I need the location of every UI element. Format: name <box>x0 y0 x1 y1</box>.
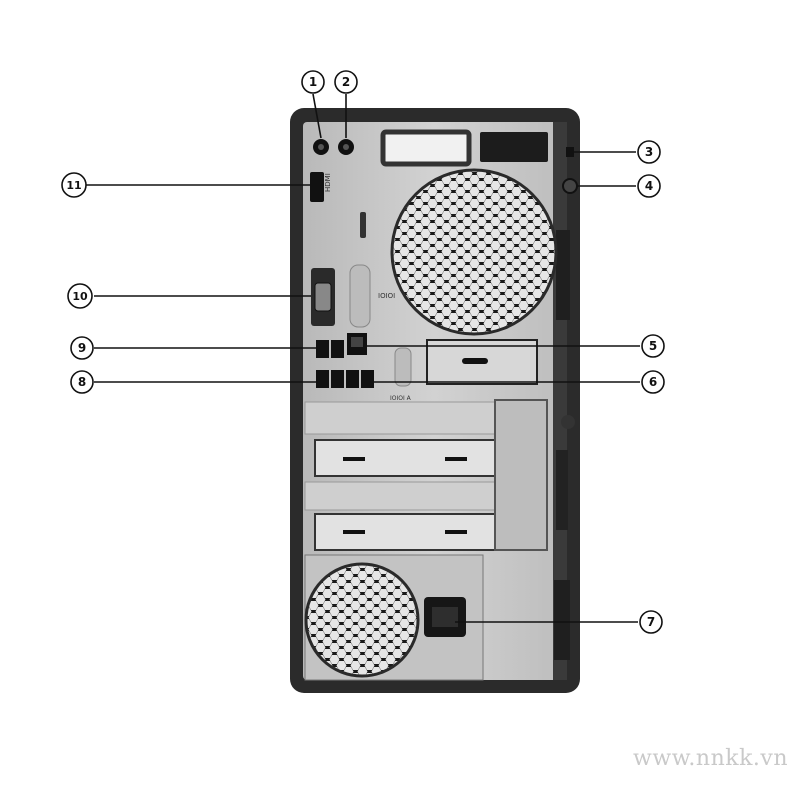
power-rocker-block <box>480 132 548 162</box>
usb-port-9b <box>331 340 344 358</box>
watermark: www.nnkk.vn <box>633 746 788 771</box>
handle-opening <box>380 129 472 167</box>
usb-port-8b <box>331 370 344 388</box>
ioioi-label-top: IOIOI <box>378 292 395 300</box>
callout-number-1: 1 <box>309 75 317 89</box>
callout-number-7: 7 <box>647 615 655 629</box>
lock-slot <box>566 147 574 157</box>
callout-number-8: 8 <box>78 375 86 389</box>
callout-9: 9 <box>70 336 94 360</box>
callout-number-9: 9 <box>78 341 86 355</box>
callouts <box>86 93 640 623</box>
usb-port-9a <box>316 340 329 358</box>
serial-knockout <box>394 347 412 387</box>
slot-1 <box>304 401 496 435</box>
callout-number-11: 11 <box>66 179 81 192</box>
callout-number-2: 2 <box>342 75 350 89</box>
option-port-knockout <box>349 264 371 328</box>
usb-port-8a <box>316 370 329 388</box>
callout-5: 5 <box>641 334 665 358</box>
usb-rj45-cluster: IOIOI A <box>316 333 538 402</box>
callout-number-6: 6 <box>649 375 657 389</box>
callout-4: 4 <box>637 174 661 198</box>
side-latch-lower <box>556 450 568 530</box>
callout-8: 8 <box>70 370 94 394</box>
slot-2 <box>314 439 496 477</box>
callout-6: 6 <box>641 370 665 394</box>
callout-number-5: 5 <box>649 339 657 353</box>
power-supply <box>304 554 484 681</box>
callout-line-1 <box>312 93 322 139</box>
callout-2: 2 <box>334 70 358 94</box>
callout-3: 3 <box>637 140 661 164</box>
slot-4 <box>314 513 496 551</box>
usb-port-6b <box>361 370 374 388</box>
expansion-slots <box>304 399 575 551</box>
vga-area: IOIOI <box>311 264 395 328</box>
callout-1: 1 <box>301 70 325 94</box>
slot-3 <box>304 481 496 511</box>
fan-grille <box>390 168 558 336</box>
hdmi-port <box>310 172 324 202</box>
callout-number-10: 10 <box>72 290 88 303</box>
callout-badges: 1 2 3 4 5 6 7 8 <box>61 70 665 634</box>
callout-11: 11 <box>61 172 87 198</box>
hdmi-label: HDMI <box>324 173 332 192</box>
side-latch <box>556 230 570 320</box>
slot-retainer <box>494 399 548 551</box>
side-latch-bottom <box>554 580 570 660</box>
callout-10: 10 <box>67 283 93 309</box>
callout-number-3: 3 <box>645 145 653 159</box>
padlock-loop <box>562 178 578 194</box>
callout-number-4: 4 <box>645 179 653 193</box>
usb-port-6a <box>346 370 359 388</box>
ioioi-label-bottom: IOIOI A <box>390 395 412 402</box>
top-io-area: HDMI <box>310 129 578 294</box>
thumbscrew <box>561 415 575 429</box>
vga-port <box>314 282 332 312</box>
vent-slot <box>360 212 366 238</box>
callout-7: 7 <box>639 610 663 634</box>
